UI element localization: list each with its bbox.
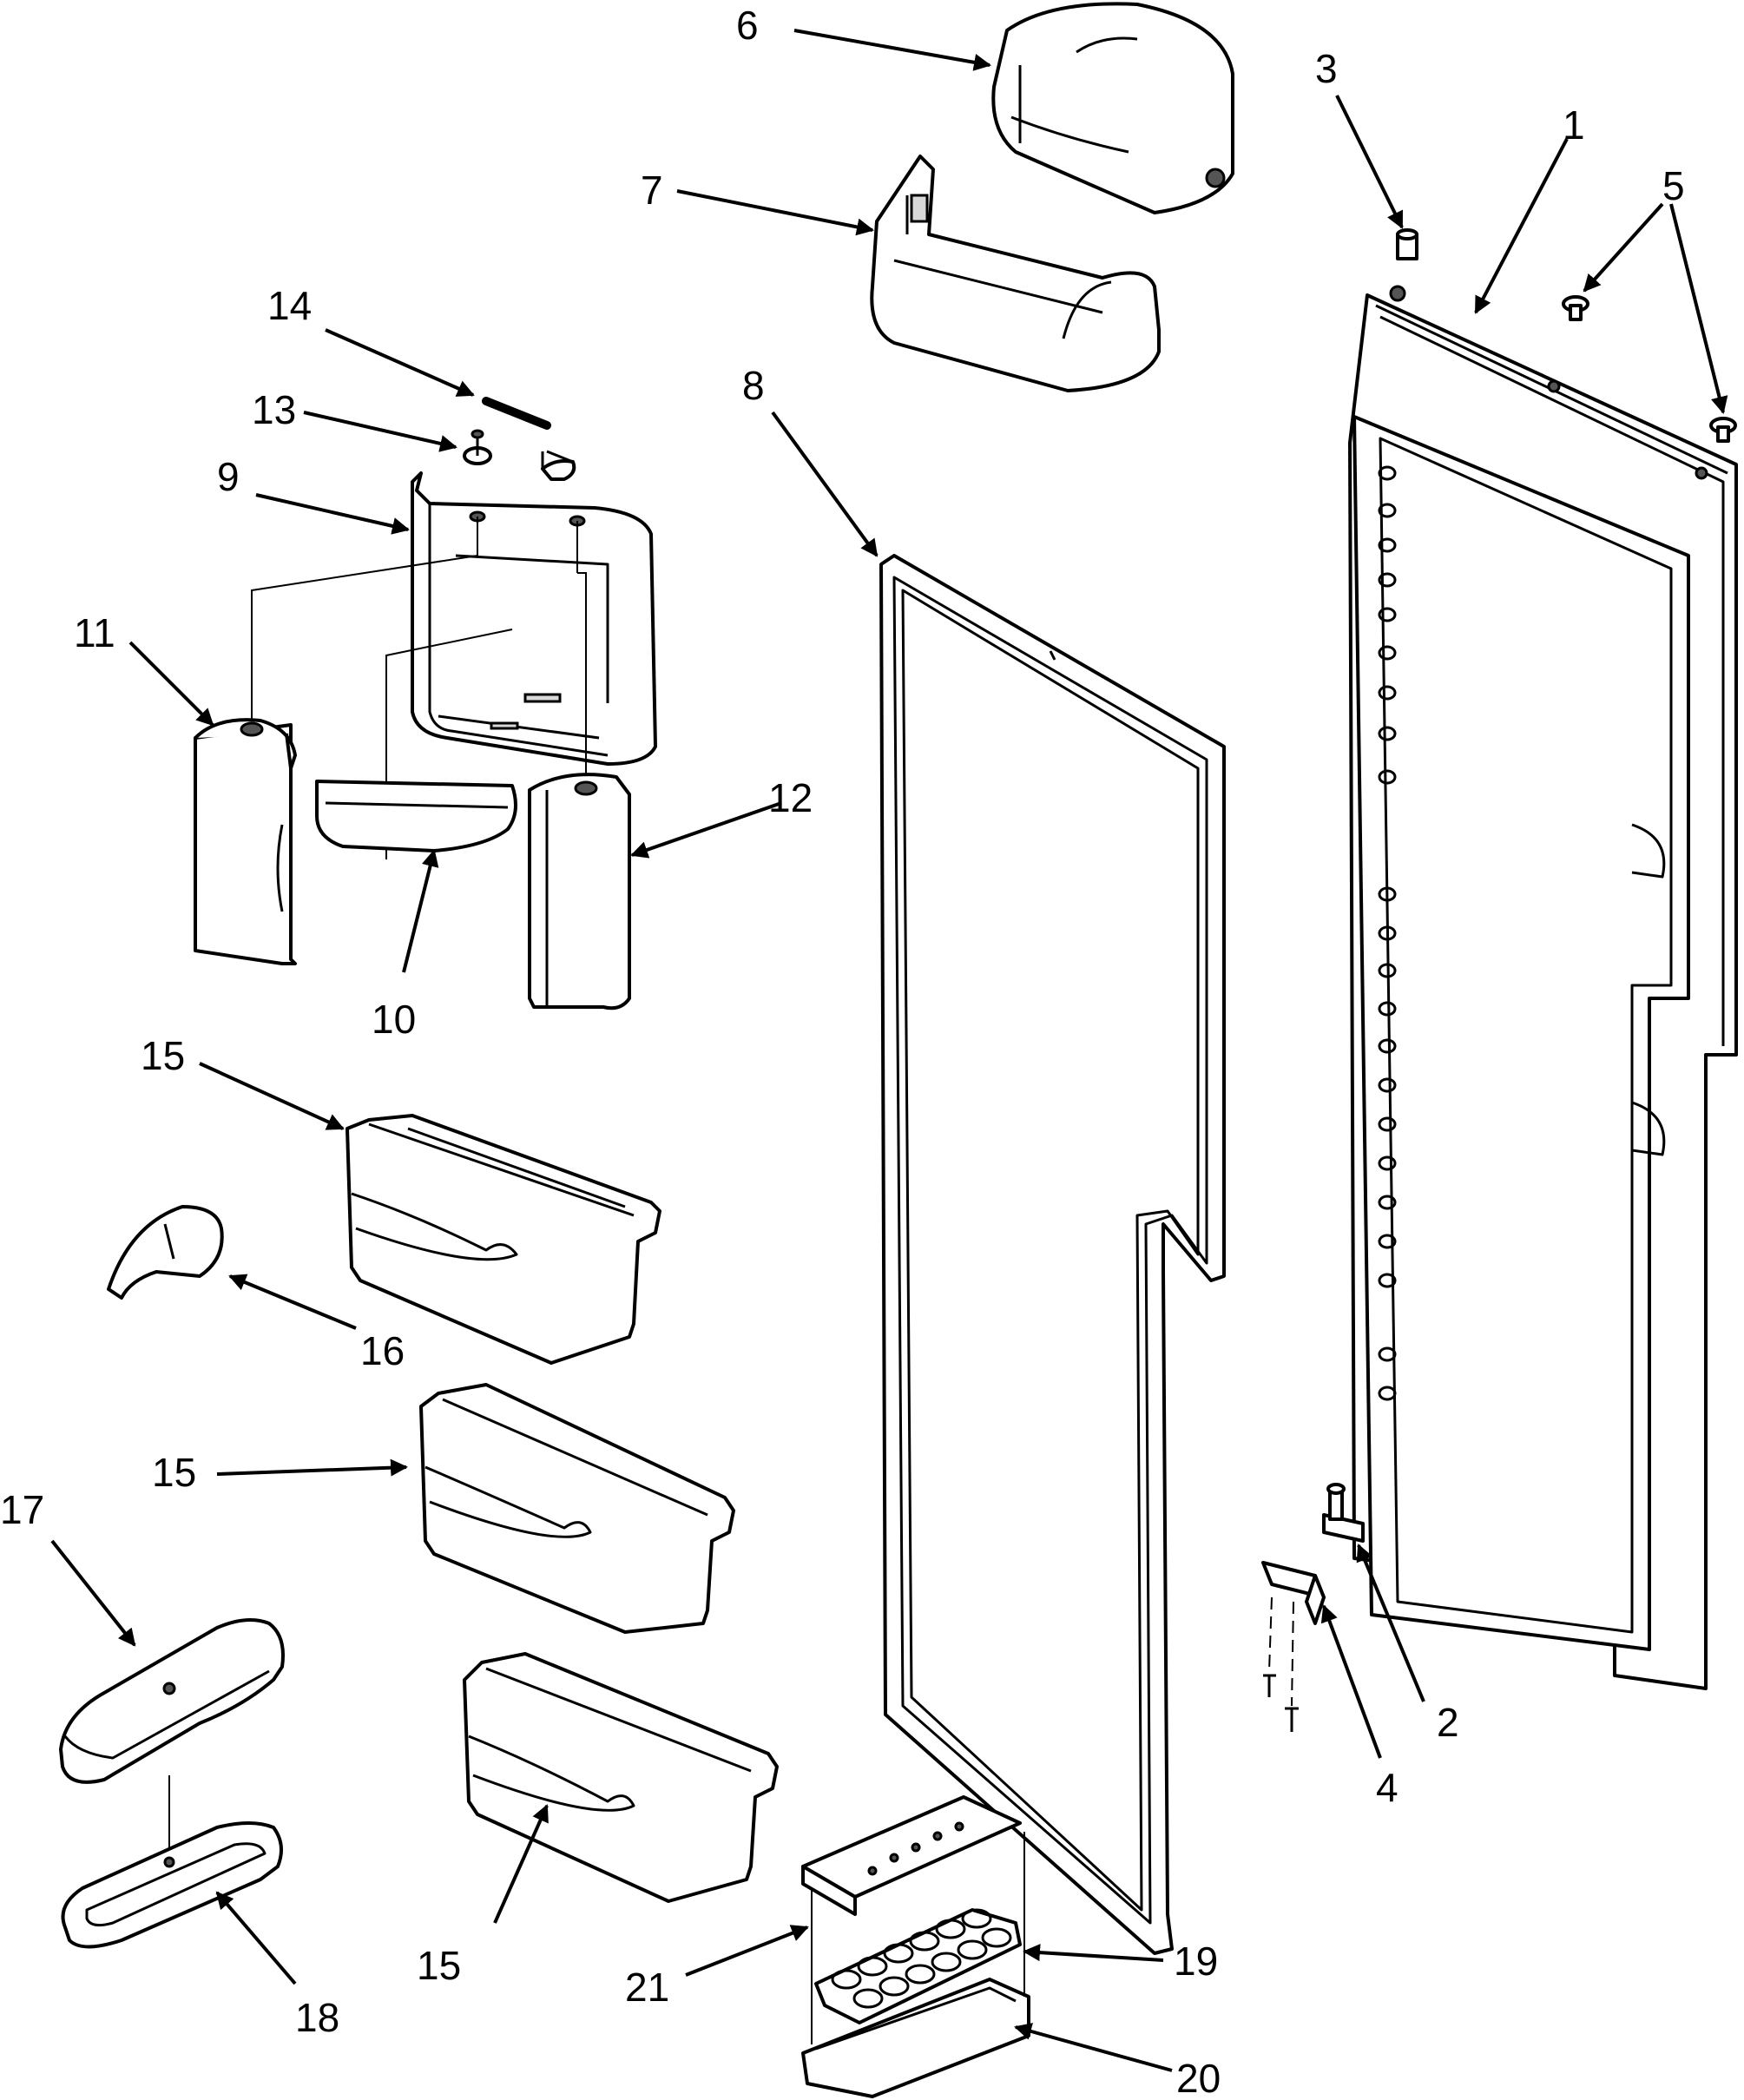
part-18-base-tray <box>61 1821 283 1949</box>
part-2-hinge-pin <box>1322 1483 1365 1543</box>
callout-labels: 1 2 3 4 5 6 7 8 9 10 11 12 13 14 15 15 1… <box>0 3 1685 2100</box>
part-7-dairy-bin <box>870 155 1161 392</box>
callout-18: 18 <box>295 1995 339 2040</box>
part-14-rod <box>482 397 574 469</box>
callout-1: 1 <box>1563 102 1585 148</box>
part-19-egg-tray <box>814 1908 1022 2024</box>
callout-8: 8 <box>742 363 765 408</box>
callout-12: 12 <box>768 775 813 820</box>
callout-3: 3 <box>1315 46 1338 91</box>
part-17-lid <box>59 1618 285 1858</box>
callout-5: 5 <box>1662 163 1685 208</box>
callout-15-bottom: 15 <box>417 1943 461 1988</box>
callout-4: 4 <box>1376 1765 1398 1810</box>
callout-15-middle: 15 <box>152 1450 196 1495</box>
part-4-hinge-bracket <box>1261 1561 1326 1732</box>
callout-2: 2 <box>1437 1700 1459 1745</box>
part-1-door-panel <box>1348 285 1738 1690</box>
callout-15-top: 15 <box>141 1033 185 1078</box>
callout-19: 19 <box>1174 1939 1218 1984</box>
part-13-pivot-caps <box>463 429 576 481</box>
part-10-small-tray <box>315 780 517 853</box>
part-8-door-gasket <box>879 554 1226 1955</box>
callout-13: 13 <box>252 387 296 432</box>
callout-11: 11 <box>74 610 115 655</box>
callout-16: 16 <box>360 1328 405 1373</box>
callout-17: 17 <box>0 1487 44 1532</box>
part-12-right-cover <box>528 773 631 1011</box>
part-21-cover <box>801 1795 1022 1916</box>
part-3-plug <box>1396 228 1418 260</box>
part-6-dairy-door <box>991 2 1234 214</box>
part-15-door-bin-top <box>346 1114 661 1365</box>
callout-7: 7 <box>641 168 663 213</box>
door-bin-retainer-bumps <box>1378 465 1397 1401</box>
part-9-bin-housing <box>251 471 657 859</box>
part-11-left-cover <box>194 718 297 965</box>
leader-lines <box>50 29 1728 2072</box>
callout-20: 20 <box>1176 2056 1221 2100</box>
callout-10: 10 <box>372 997 416 1042</box>
part-16-clip <box>107 1205 224 1300</box>
egg-cups <box>831 1908 1012 2009</box>
callout-9: 9 <box>217 454 240 499</box>
part-15-door-bin-bottom <box>463 1652 779 1903</box>
callout-6: 6 <box>736 3 759 48</box>
part-5-caps <box>1562 295 1737 443</box>
part-15-door-bin-middle <box>419 1383 735 1634</box>
callout-14: 14 <box>267 283 312 328</box>
callout-21: 21 <box>625 1965 669 2010</box>
